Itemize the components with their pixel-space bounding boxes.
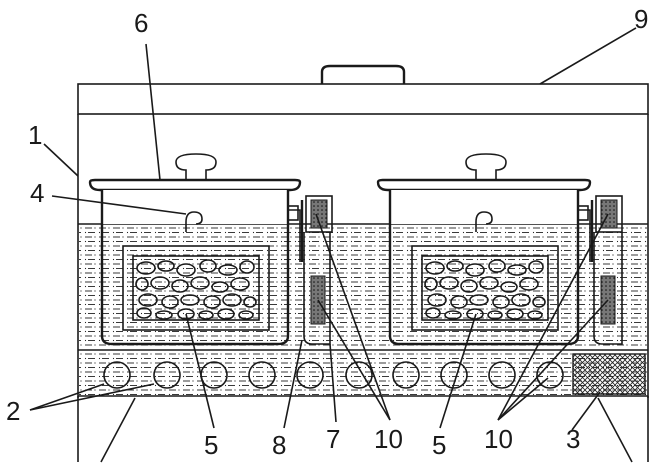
label-4: 4	[30, 178, 44, 208]
legs	[77, 396, 649, 463]
leader-lines	[29, 27, 637, 431]
left-stones	[135, 259, 257, 320]
label-8: 8	[272, 430, 286, 460]
label-3: 3	[566, 424, 580, 454]
right-stones	[424, 259, 546, 320]
label-10-left: 10	[374, 424, 403, 454]
part-labels: 1 2 3 4 5 5 6 7 8 9 10 10	[6, 4, 648, 460]
heater-block	[572, 353, 646, 395]
bottom-channel	[78, 349, 648, 397]
label-6: 6	[134, 8, 148, 38]
label-2: 2	[6, 396, 20, 426]
right-pot	[376, 153, 623, 346]
label-10-right: 10	[484, 424, 513, 454]
water-bath	[79, 224, 647, 348]
label-1: 1	[28, 120, 42, 150]
balls-row	[103, 361, 564, 389]
label-7: 7	[326, 424, 340, 454]
label-5-left: 5	[204, 430, 218, 460]
top-cover	[77, 64, 649, 115]
label-5-right: 5	[432, 430, 446, 460]
label-9: 9	[634, 4, 648, 34]
